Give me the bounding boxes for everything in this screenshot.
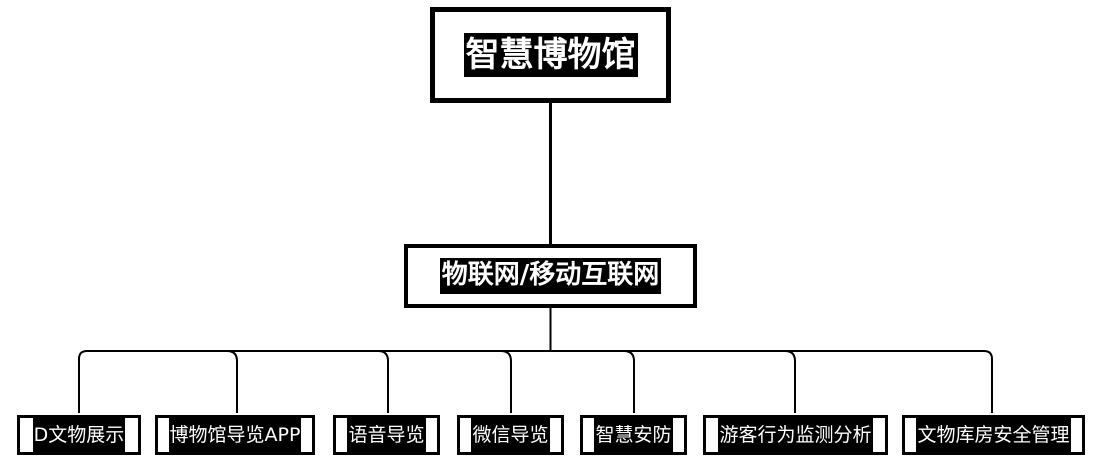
leaf-node-smart-security: 智慧安防 — [580, 415, 687, 455]
leaf-node-label: 语音导览 — [347, 418, 426, 452]
leaf-node-label: 微信导览 — [471, 418, 550, 452]
leaf-node-label: 游客行为监测分析 — [718, 418, 873, 452]
leaf-node-audio-guide: 语音导览 — [333, 415, 440, 455]
branch-drop-4 — [623, 350, 635, 413]
root-node-label: 智慧博物馆 — [463, 32, 638, 78]
leaf-node-label: 智慧安防 — [594, 418, 673, 452]
root-node: 智慧博物馆 — [430, 7, 671, 103]
branch-drop-1 — [226, 350, 238, 413]
leaf-node-label: 博物馆导览APP — [168, 418, 302, 452]
branch-bus-line — [78, 350, 993, 413]
leaf-node-storage-security: 文物库房安全管理 — [902, 415, 1085, 455]
branch-drop-5 — [784, 350, 796, 413]
leaf-node-visitor-analytics: 游客行为监测分析 — [703, 415, 888, 455]
leaf-node-wechat-guide: 微信导览 — [457, 415, 564, 455]
leaf-node-guide-app: 博物馆导览APP — [155, 415, 315, 455]
network-node: 物联网/移动互联网 — [404, 244, 697, 308]
branch-drop-2 — [377, 350, 389, 413]
network-node-label: 物联网/移动互联网 — [439, 258, 662, 294]
leaf-node-artifact-display: D文物展示 — [17, 415, 141, 455]
leaf-node-label: 文物库房安全管理 — [916, 418, 1071, 452]
branch-drop-3 — [500, 350, 512, 413]
leaf-node-label: D文物展示 — [32, 418, 126, 452]
